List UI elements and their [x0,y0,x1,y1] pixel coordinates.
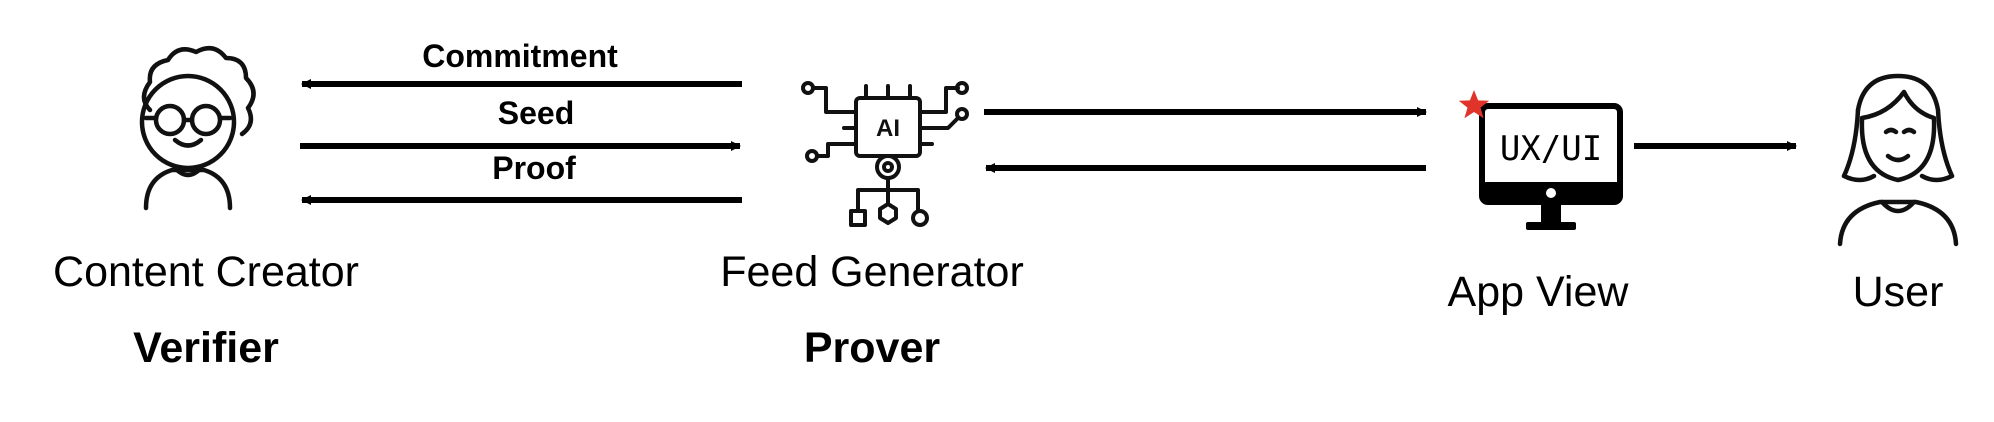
user-label: User [1852,268,1944,316]
verifier-label: Verifier [133,324,279,372]
prover-label: Prover [803,324,941,372]
ai-chip-icon [801,81,969,227]
monitor-screen-text: UX/UI [1500,129,1602,169]
person-long-hair-icon [1837,73,1959,247]
star-icon [1458,90,1490,119]
message-proof: Proof [492,150,576,186]
ai-chip-text: AI [876,115,900,142]
message-commitment: Commitment [422,38,618,74]
app-view-label: App View [1447,268,1629,316]
feed-generator-label: Feed Generator [720,248,1024,296]
message-seed: Seed [497,95,575,131]
content-creator-label: Content Creator [53,248,359,296]
monitor-icon [1479,103,1623,230]
person-curly-hair-glasses-icon [139,45,256,211]
